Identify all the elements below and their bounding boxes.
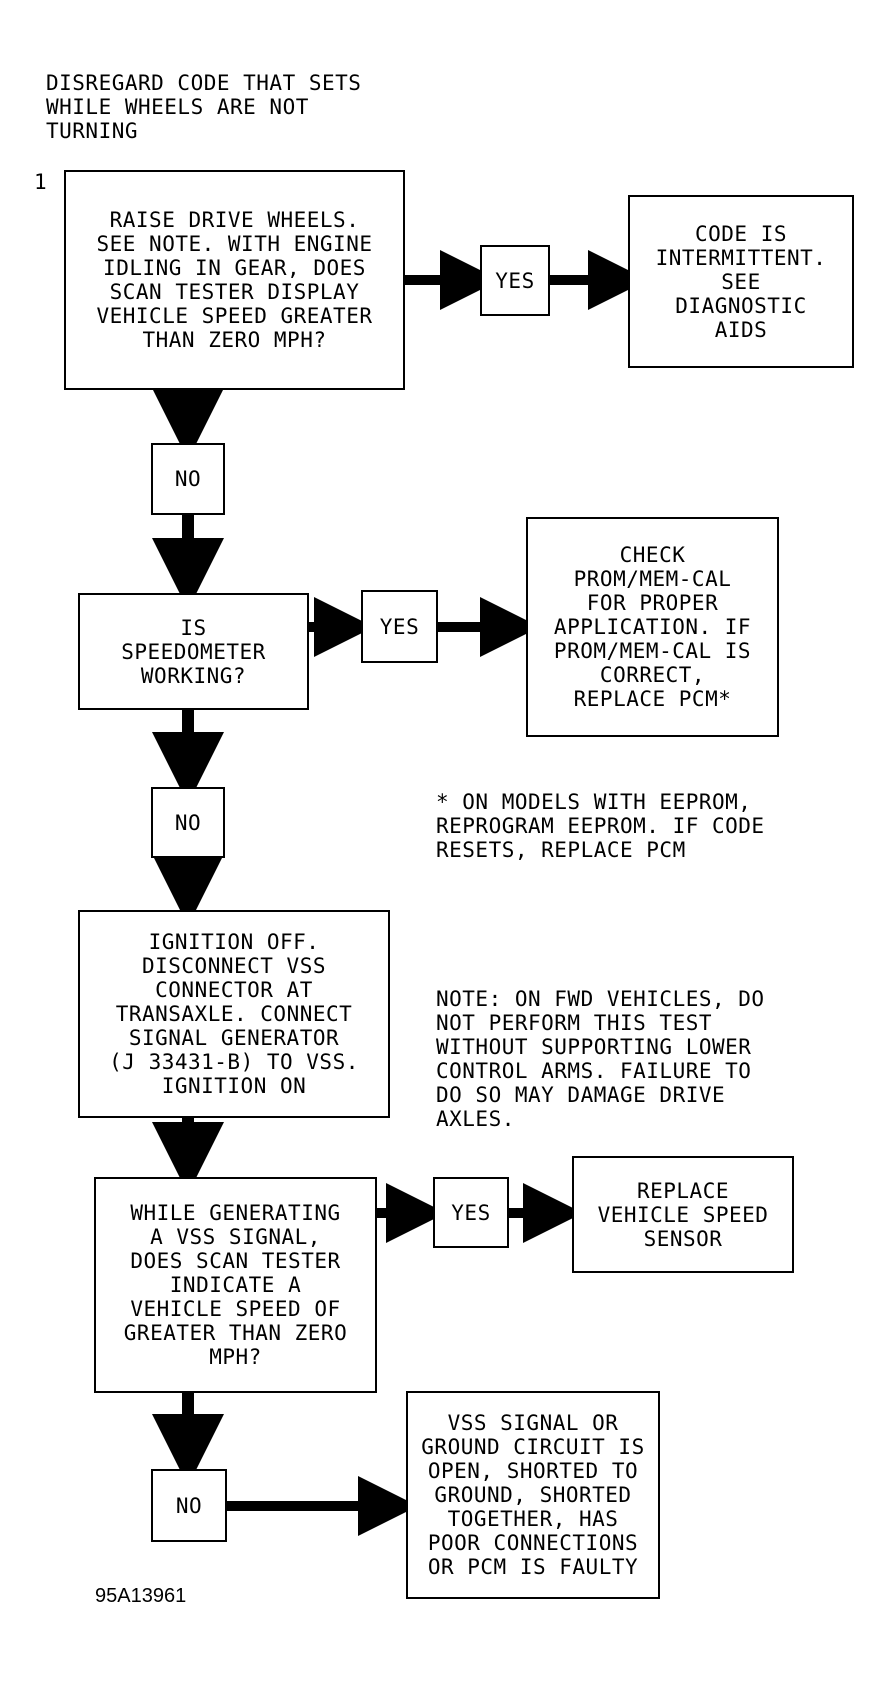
step2-yes-result: CHECK PROM/MEM-CAL FOR PROPER APPLICATIO… (526, 517, 779, 737)
step2-yes-label: YES (361, 590, 438, 663)
step4-no-label: NO (151, 1469, 227, 1542)
step4-yes-label: YES (433, 1177, 509, 1248)
step1-yes-result: CODE IS INTERMITTENT. SEE DIAGNOSTIC AID… (628, 195, 854, 368)
step4-question-box: WHILE GENERATING A VSS SIGNAL, DOES SCAN… (94, 1177, 377, 1393)
step4-yes-result: REPLACE VEHICLE SPEED SENSOR (572, 1156, 794, 1273)
step1-no-label: NO (151, 443, 225, 515)
step-number: 1 (34, 170, 48, 194)
step2-no-label: NO (151, 787, 225, 858)
header-note: DISREGARD CODE THAT SETS WHILE WHEELS AR… (46, 71, 362, 143)
step1-question-box: RAISE DRIVE WHEELS. SEE NOTE. WITH ENGIN… (64, 170, 405, 390)
step3-action-box: IGNITION OFF. DISCONNECT VSS CONNECTOR A… (78, 910, 390, 1118)
step4-no-result: VSS SIGNAL OR GROUND CIRCUIT IS OPEN, SH… (406, 1391, 660, 1599)
footnote: * ON MODELS WITH EEPROM, REPROGRAM EEPRO… (436, 790, 765, 862)
step1-yes-label: YES (480, 245, 550, 316)
figure-id: 95A13961 (95, 1585, 187, 1607)
step2-question-box: IS SPEEDOMETER WORKING? (78, 593, 309, 710)
test-note: NOTE: ON FWD VEHICLES, DO NOT PERFORM TH… (436, 987, 765, 1131)
